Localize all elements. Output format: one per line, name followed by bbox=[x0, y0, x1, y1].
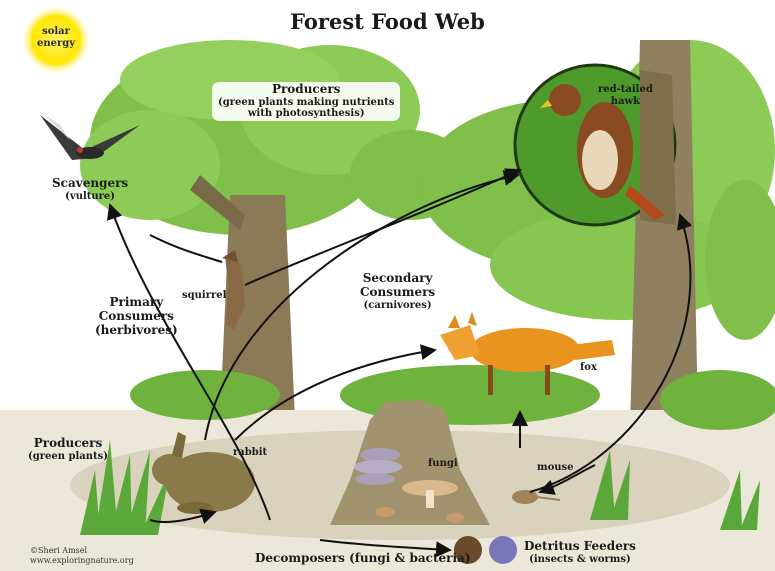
producers-bottom-label: Producers (green plants) bbox=[28, 437, 108, 462]
squirrel-label: squirrel bbox=[182, 290, 226, 302]
mouse-label: mouse bbox=[537, 462, 574, 474]
arrow-to-squirrel bbox=[150, 235, 222, 262]
secondary-consumers-label: Secondary Consumers (carnivores) bbox=[360, 272, 435, 311]
hawk-label: red-tailed hawk bbox=[598, 84, 653, 107]
detritus-feeders-label: Detritus Feeders (insects & worms) bbox=[524, 540, 636, 565]
fungi-label: fungi bbox=[428, 458, 458, 470]
solar-energy-label: solar energy bbox=[30, 26, 82, 49]
producers-top-label: Producers (green plants making nutrients… bbox=[212, 82, 400, 121]
fox-label: fox bbox=[580, 362, 597, 374]
insect-icon bbox=[489, 536, 517, 564]
page-title: Forest Food Web bbox=[0, 10, 775, 34]
decomposers-label: Decomposers (fungi & bacteria) bbox=[255, 552, 471, 566]
scavengers-label: Scavengers (vulture) bbox=[52, 177, 128, 202]
rabbit-label: rabbit bbox=[233, 447, 267, 459]
copyright-credit: ©Sheri Amsel www.exploringnature.org bbox=[30, 546, 134, 565]
primary-consumers-label: Primary Consumers (herbivores) bbox=[95, 296, 178, 337]
